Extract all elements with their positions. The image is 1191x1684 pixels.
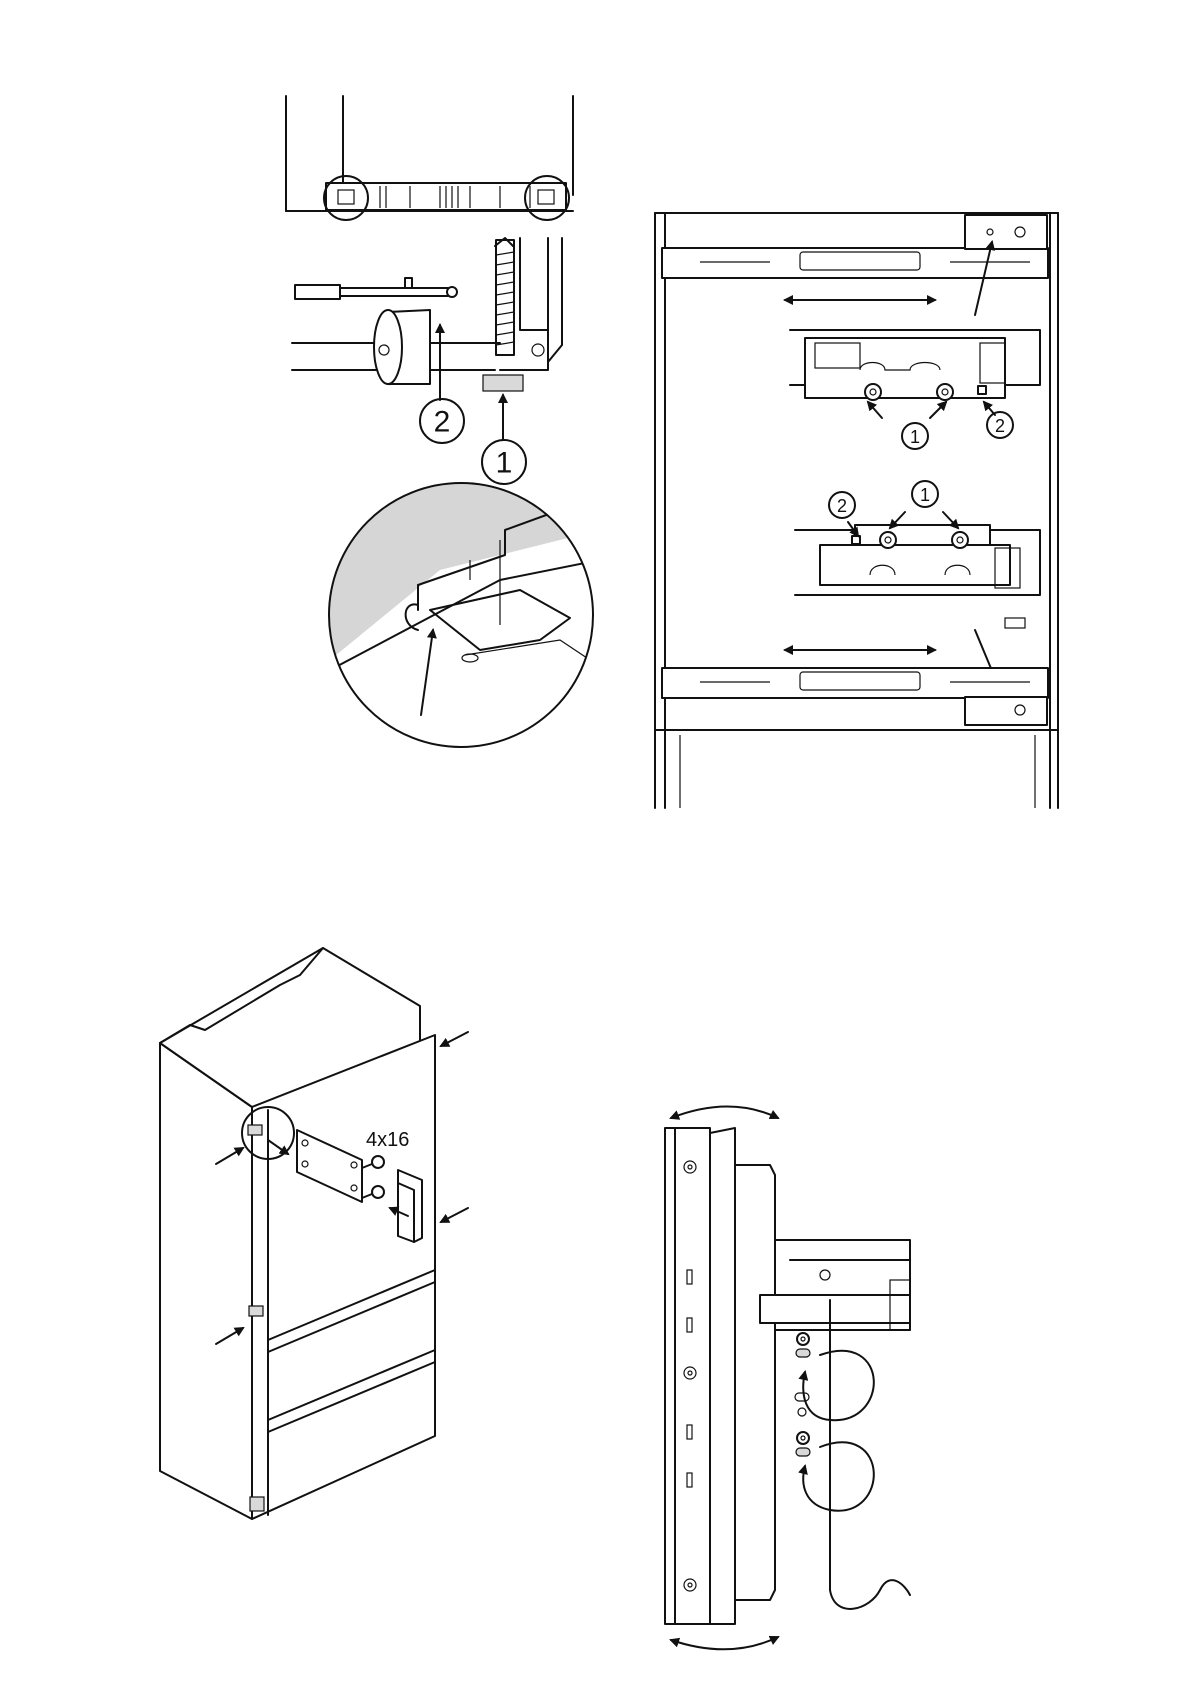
adjustable-foot bbox=[483, 375, 523, 391]
panel-handle-mounting: 4x16 bbox=[160, 948, 468, 1519]
panel-cabinet-rails: 1 2 1 2 bbox=[655, 213, 1058, 808]
appliance-base-overview bbox=[286, 96, 573, 220]
cabinet-side bbox=[160, 1043, 252, 1519]
door-front bbox=[252, 1035, 435, 1519]
callout-1-upper: 1 bbox=[902, 423, 928, 449]
lower-hinge-detail: 1 2 bbox=[795, 481, 1040, 628]
upper-hinge-detail: 1 2 bbox=[790, 330, 1040, 449]
svg-text:2: 2 bbox=[837, 496, 847, 516]
callout-1-lower: 1 bbox=[912, 481, 938, 507]
threaded-rod bbox=[496, 240, 514, 355]
svg-text:2: 2 bbox=[434, 406, 451, 439]
bottom-hinge-bracket bbox=[965, 697, 1047, 725]
callout-2-lower: 2 bbox=[829, 492, 855, 518]
bracket-end bbox=[295, 285, 340, 299]
top-hinge-bracket bbox=[965, 215, 1047, 249]
panel-foot-adjustment: 2 1 bbox=[286, 96, 573, 484]
panel-rail-clip-detail bbox=[329, 460, 600, 750]
door-panel bbox=[665, 1128, 710, 1624]
svg-text:1: 1 bbox=[496, 447, 513, 480]
svg-text:2: 2 bbox=[995, 416, 1005, 436]
svg-text:1: 1 bbox=[910, 427, 920, 447]
adjust-screw-lower bbox=[796, 1432, 874, 1511]
callout-1-foot: 1 bbox=[482, 440, 526, 484]
hinge-bracket-side bbox=[760, 1240, 910, 1609]
svg-text:1: 1 bbox=[920, 485, 930, 505]
door-gasket bbox=[735, 1165, 775, 1600]
screw-spec-label: 4x16 bbox=[366, 1129, 409, 1151]
callout-2-foot: 2 bbox=[420, 399, 464, 443]
bottom-rail bbox=[662, 668, 1048, 725]
callout-2-upper: 2 bbox=[987, 412, 1013, 438]
foot-detail bbox=[292, 238, 562, 391]
panel-door-adjustment bbox=[665, 1107, 910, 1650]
adjust-screw-upper bbox=[795, 1333, 874, 1420]
